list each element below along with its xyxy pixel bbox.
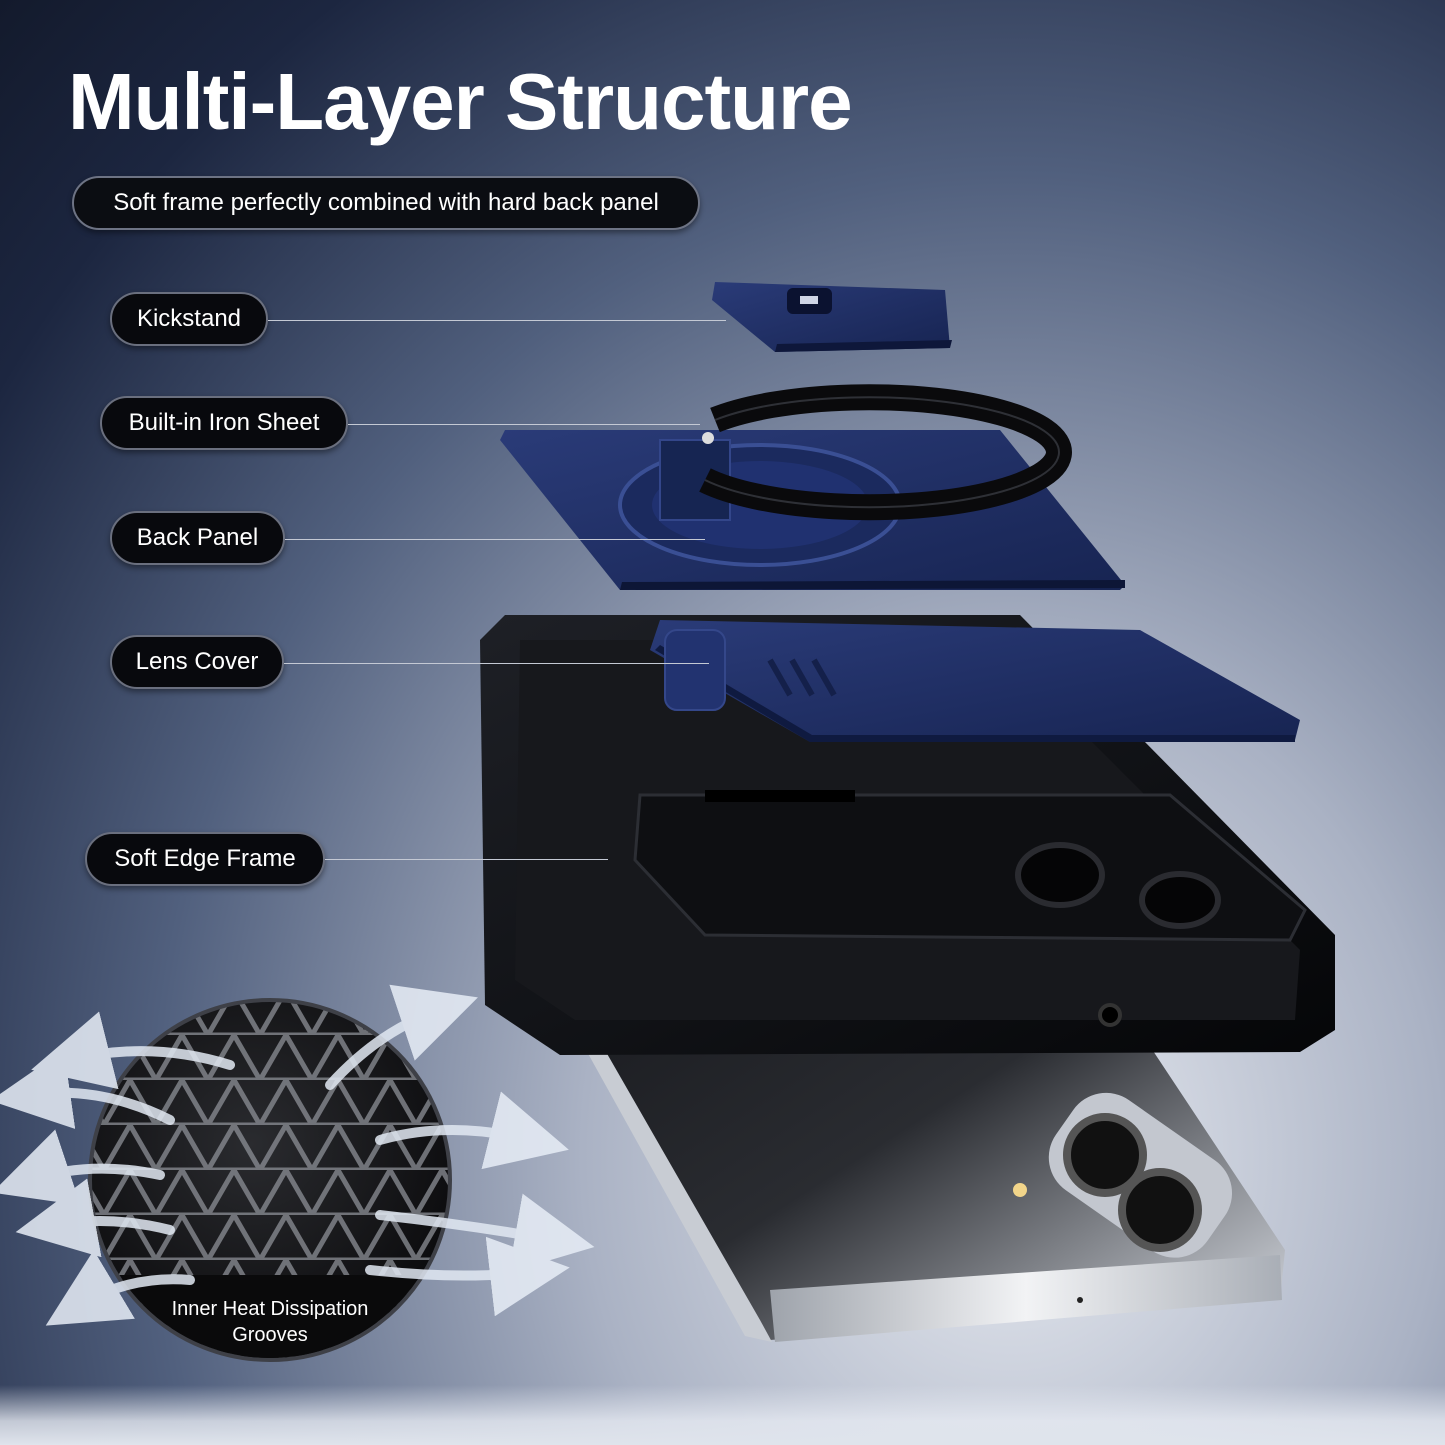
leader-line-kickstand: [268, 320, 726, 321]
iron-sheet-part: [699, 384, 1072, 521]
lens-cover-part: [650, 620, 1300, 742]
heat-caption-line-2: Grooves: [232, 1324, 308, 1346]
heat-dissipation-circle: [88, 998, 452, 1362]
label-built-in-iron-sheet: Built-in Iron Sheet: [100, 396, 348, 450]
leader-line-back-panel: [285, 539, 705, 540]
page-title: Multi-Layer Structure: [68, 57, 853, 146]
label-lens-cover: Lens Cover: [110, 635, 284, 689]
kickstand-part: [712, 282, 952, 352]
leader-line-lens-cover: [284, 663, 709, 664]
leader-line-soft-edge-frame: [325, 859, 608, 860]
subtitle-badge: Soft frame perfectly combined with hard …: [72, 176, 700, 230]
label-kickstand: Kickstand: [110, 292, 268, 346]
label-back-panel: Back Panel: [110, 511, 285, 565]
airflow-arrows: [0, 984, 595, 1326]
heat-caption-line-1: Inner Heat Dissipation: [171, 1298, 369, 1320]
heat-dissipation-caption: Inner Heat Dissipation Grooves: [120, 1296, 420, 1348]
floor-reflection: [0, 1385, 1445, 1445]
leader-line-iron-sheet: [348, 424, 700, 425]
label-soft-edge-frame: Soft Edge Frame: [85, 832, 325, 886]
